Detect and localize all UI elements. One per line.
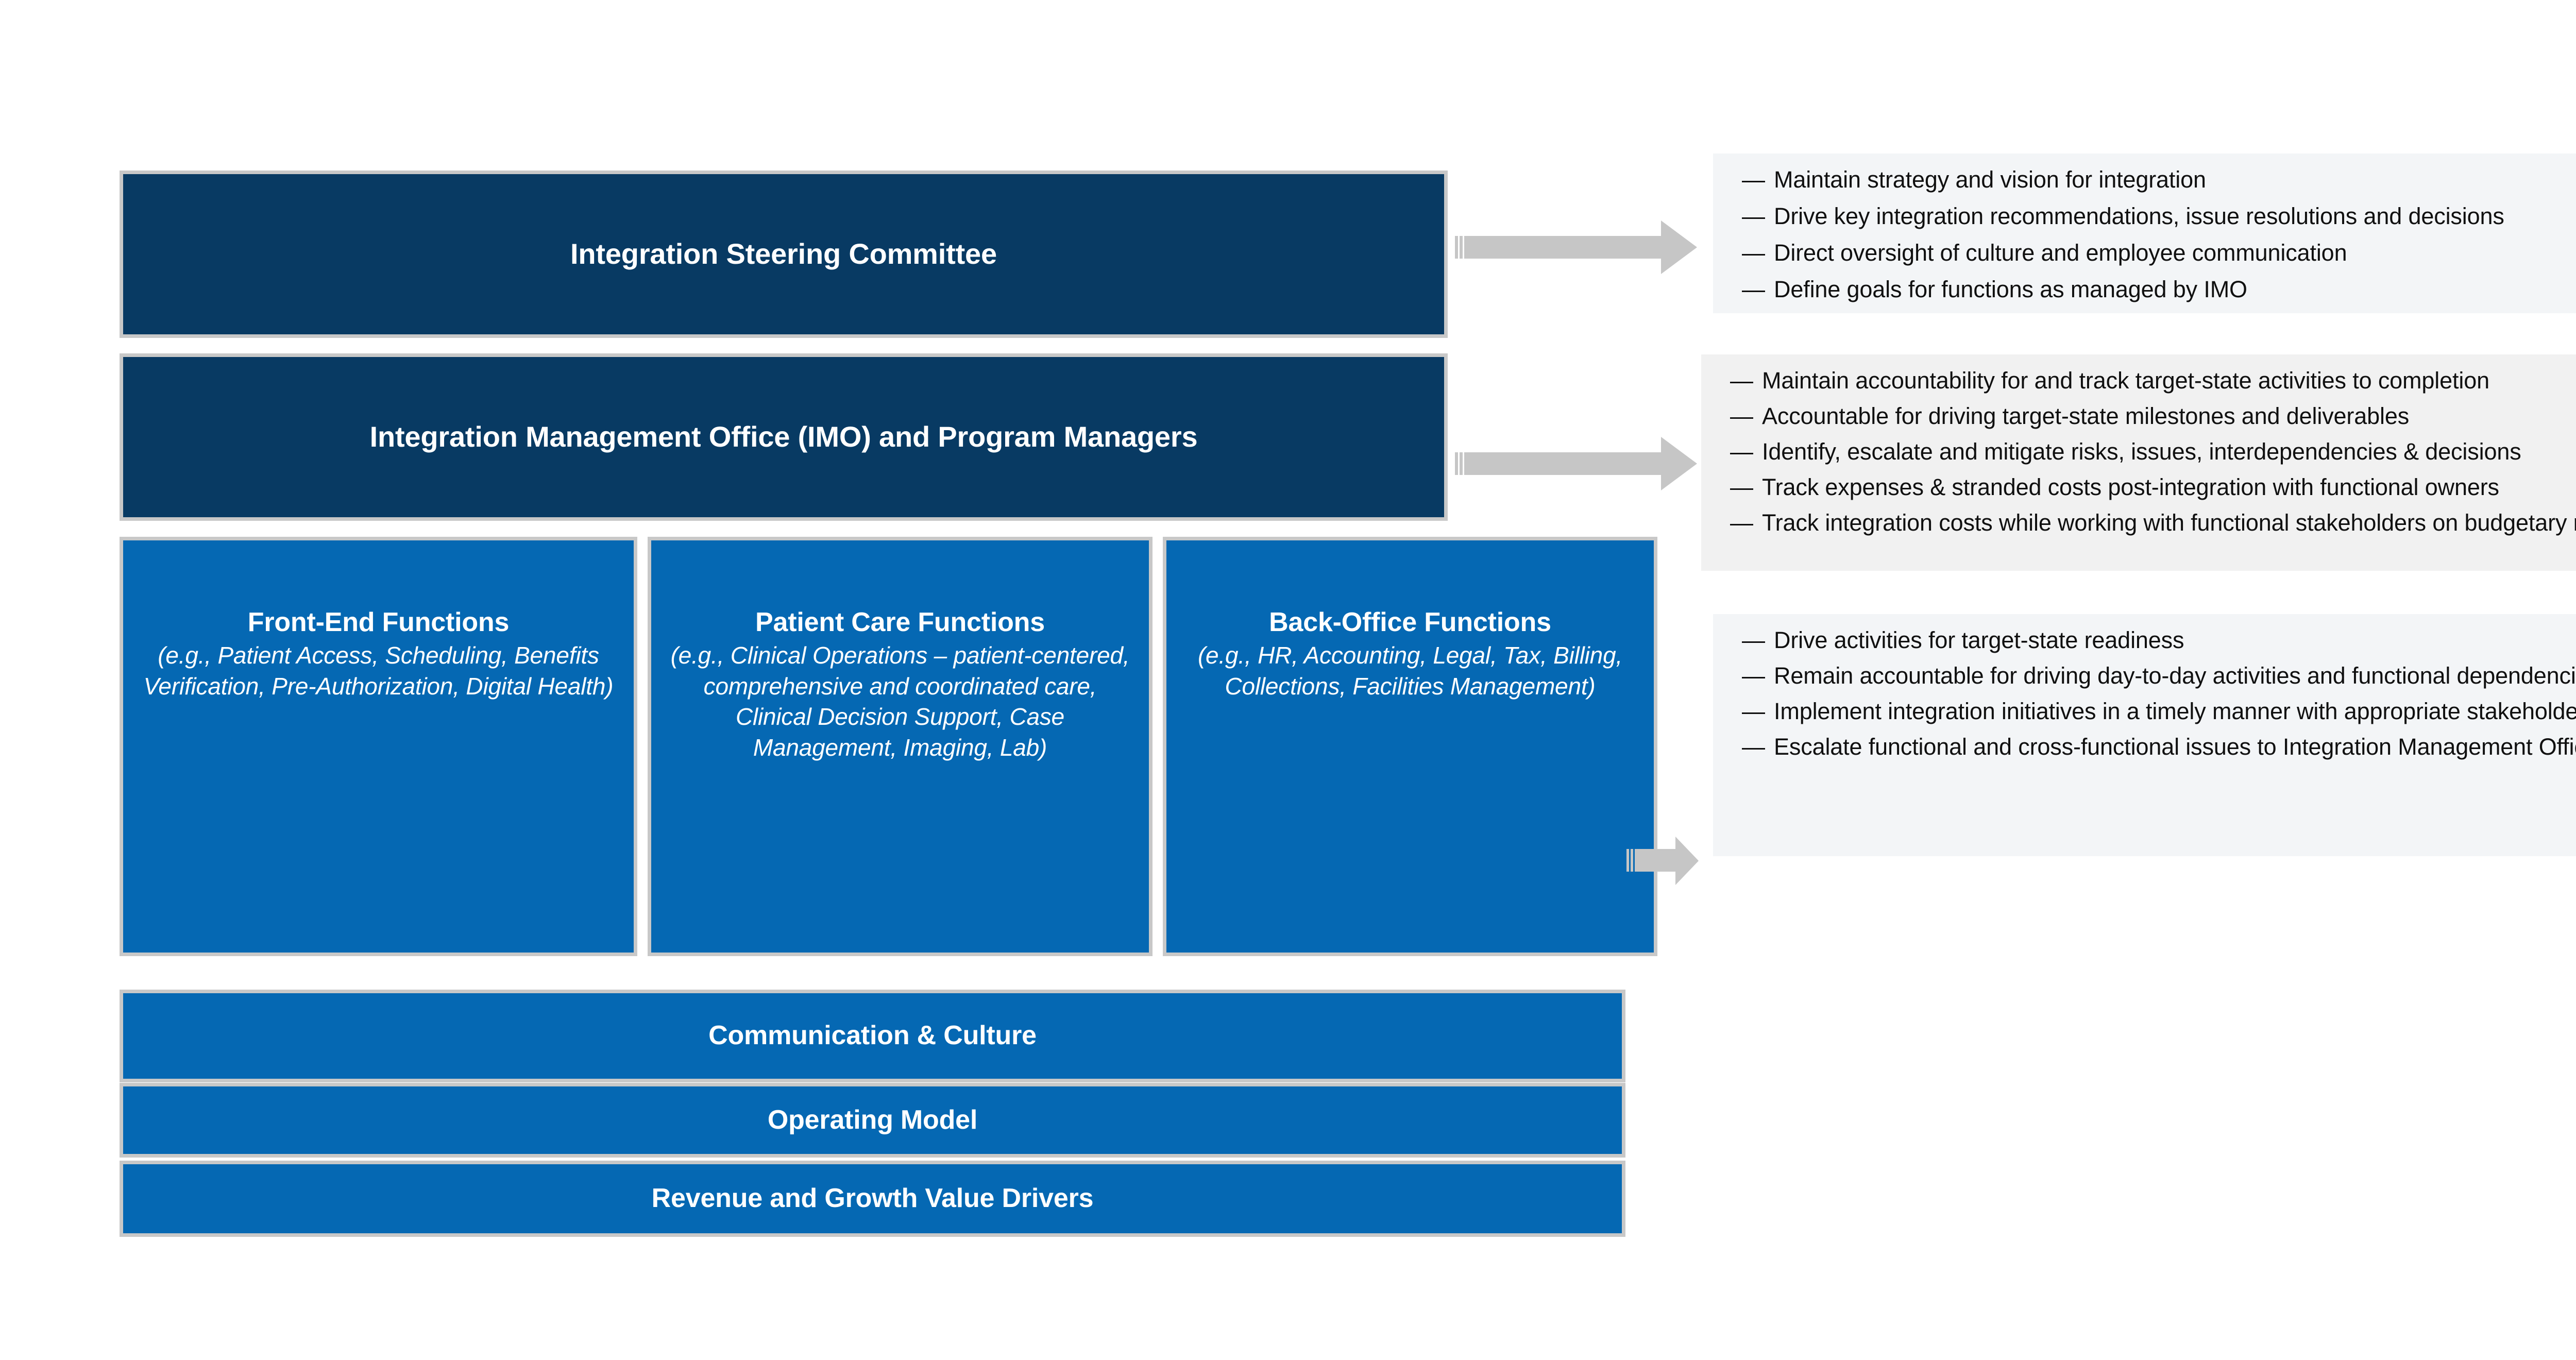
front-end-functions-examples: (e.g., Patient Access, Scheduling, Benef… (143, 641, 614, 700)
em-dash-icon: — (1730, 367, 1753, 394)
list-item: — Track integration costs while working … (1730, 509, 2576, 536)
list-item-text: Implement integration initiatives in a t… (1774, 698, 2576, 725)
list-item-text: Identify, escalate and mitigate risks, i… (1762, 438, 2521, 465)
integration-management-office-label: Integration Management Office (IMO) and … (369, 420, 1198, 453)
list-item-text: Escalate functional and cross-functional… (1774, 734, 2576, 760)
list-item-text: Maintain accountability for and track ta… (1762, 367, 2489, 394)
list-item: — Maintain accountability for and track … (1730, 367, 2576, 394)
list-item: — Track expenses & stranded costs post-i… (1730, 473, 2576, 501)
patient-care-functions-box[interactable]: Patient Care Functions (e.g., Clinical O… (648, 537, 1153, 956)
arrow-right-icon-imo (1455, 437, 1697, 490)
front-end-functions-box[interactable]: Front-End Functions (e.g., Patient Acces… (120, 537, 637, 956)
communication-and-culture-label: Communication & Culture (708, 1021, 1037, 1051)
em-dash-icon: — (1730, 438, 1753, 465)
revenue-and-growth-value-drivers-label: Revenue and Growth Value Drivers (651, 1183, 1094, 1214)
list-item-text: Track integration costs while working wi… (1762, 509, 2576, 536)
front-end-functions-title: Front-End Functions (247, 607, 510, 637)
functions-responsibilities-panel: — Drive activities for target-state read… (1713, 614, 2576, 856)
operating-model-bar[interactable]: Operating Model (120, 1083, 1625, 1158)
list-item-text: Maintain strategy and vision for integra… (1774, 166, 2206, 193)
arrow-right-icon-steering (1455, 220, 1697, 274)
em-dash-icon: — (1742, 698, 1765, 725)
list-item: — Drive activities for target-state read… (1742, 626, 2576, 654)
list-item: — Accountable for driving target-state m… (1730, 402, 2576, 430)
list-item: — Implement integration initiatives in a… (1742, 698, 2576, 725)
back-office-functions-examples: (e.g., HR, Accounting, Legal, Tax, Billi… (1197, 641, 1623, 700)
em-dash-icon: — (1742, 662, 1765, 689)
list-item: — Direct oversight of culture and employ… (1742, 239, 2576, 266)
list-item: — Maintain strategy and vision for integ… (1742, 166, 2576, 193)
em-dash-icon: — (1742, 627, 1765, 653)
arrow-right-icon-functions (1626, 837, 1699, 885)
steering-responsibilities-panel: — Maintain strategy and vision for integ… (1713, 154, 2576, 313)
em-dash-icon: — (1742, 240, 1765, 266)
em-dash-icon: — (1742, 166, 1765, 193)
list-item-text: Define goals for functions as managed by… (1774, 276, 2247, 303)
list-item-text: Accountable for driving target-state mil… (1762, 403, 2410, 430)
list-item-text: Drive activities for target-state readin… (1774, 627, 2184, 653)
em-dash-icon: — (1730, 509, 1753, 536)
operating-model-label: Operating Model (767, 1104, 978, 1135)
em-dash-icon: — (1730, 403, 1753, 430)
em-dash-icon: — (1730, 474, 1753, 501)
patient-care-functions-title: Patient Care Functions (755, 607, 1045, 637)
list-item: — Remain accountable for driving day-to-… (1742, 662, 2576, 689)
communication-and-culture-bar[interactable]: Communication & Culture (120, 990, 1625, 1082)
list-item-text: Drive key integration recommendations, i… (1774, 203, 2504, 230)
list-item-text: Remain accountable for driving day-to-da… (1774, 662, 2576, 689)
list-item: — Define goals for functions as managed … (1742, 276, 2576, 303)
integration-steering-committee-box[interactable]: Integration Steering Committee (120, 171, 1448, 338)
em-dash-icon: — (1742, 734, 1765, 760)
list-item-text: Track expenses & stranded costs post-int… (1762, 474, 2499, 501)
list-item: — Drive key integration recommendations,… (1742, 202, 2576, 230)
em-dash-icon: — (1742, 203, 1765, 230)
integration-management-office-box[interactable]: Integration Management Office (IMO) and … (120, 353, 1448, 521)
list-item: — Identify, escalate and mitigate risks,… (1730, 438, 2576, 465)
em-dash-icon: — (1742, 276, 1765, 303)
patient-care-functions-examples: (e.g., Clinical Operations – patient-cen… (670, 641, 1130, 761)
list-item-text: Direct oversight of culture and employee… (1774, 240, 2347, 266)
back-office-functions-box[interactable]: Back-Office Functions (e.g., HR, Account… (1163, 537, 1657, 956)
imo-responsibilities-panel: — Maintain accountability for and track … (1701, 354, 2576, 571)
list-item: — Escalate functional and cross-function… (1742, 733, 2576, 760)
revenue-and-growth-value-drivers-bar[interactable]: Revenue and Growth Value Drivers (120, 1161, 1625, 1237)
back-office-functions-title: Back-Office Functions (1269, 607, 1551, 637)
integration-steering-committee-label: Integration Steering Committee (570, 237, 997, 270)
